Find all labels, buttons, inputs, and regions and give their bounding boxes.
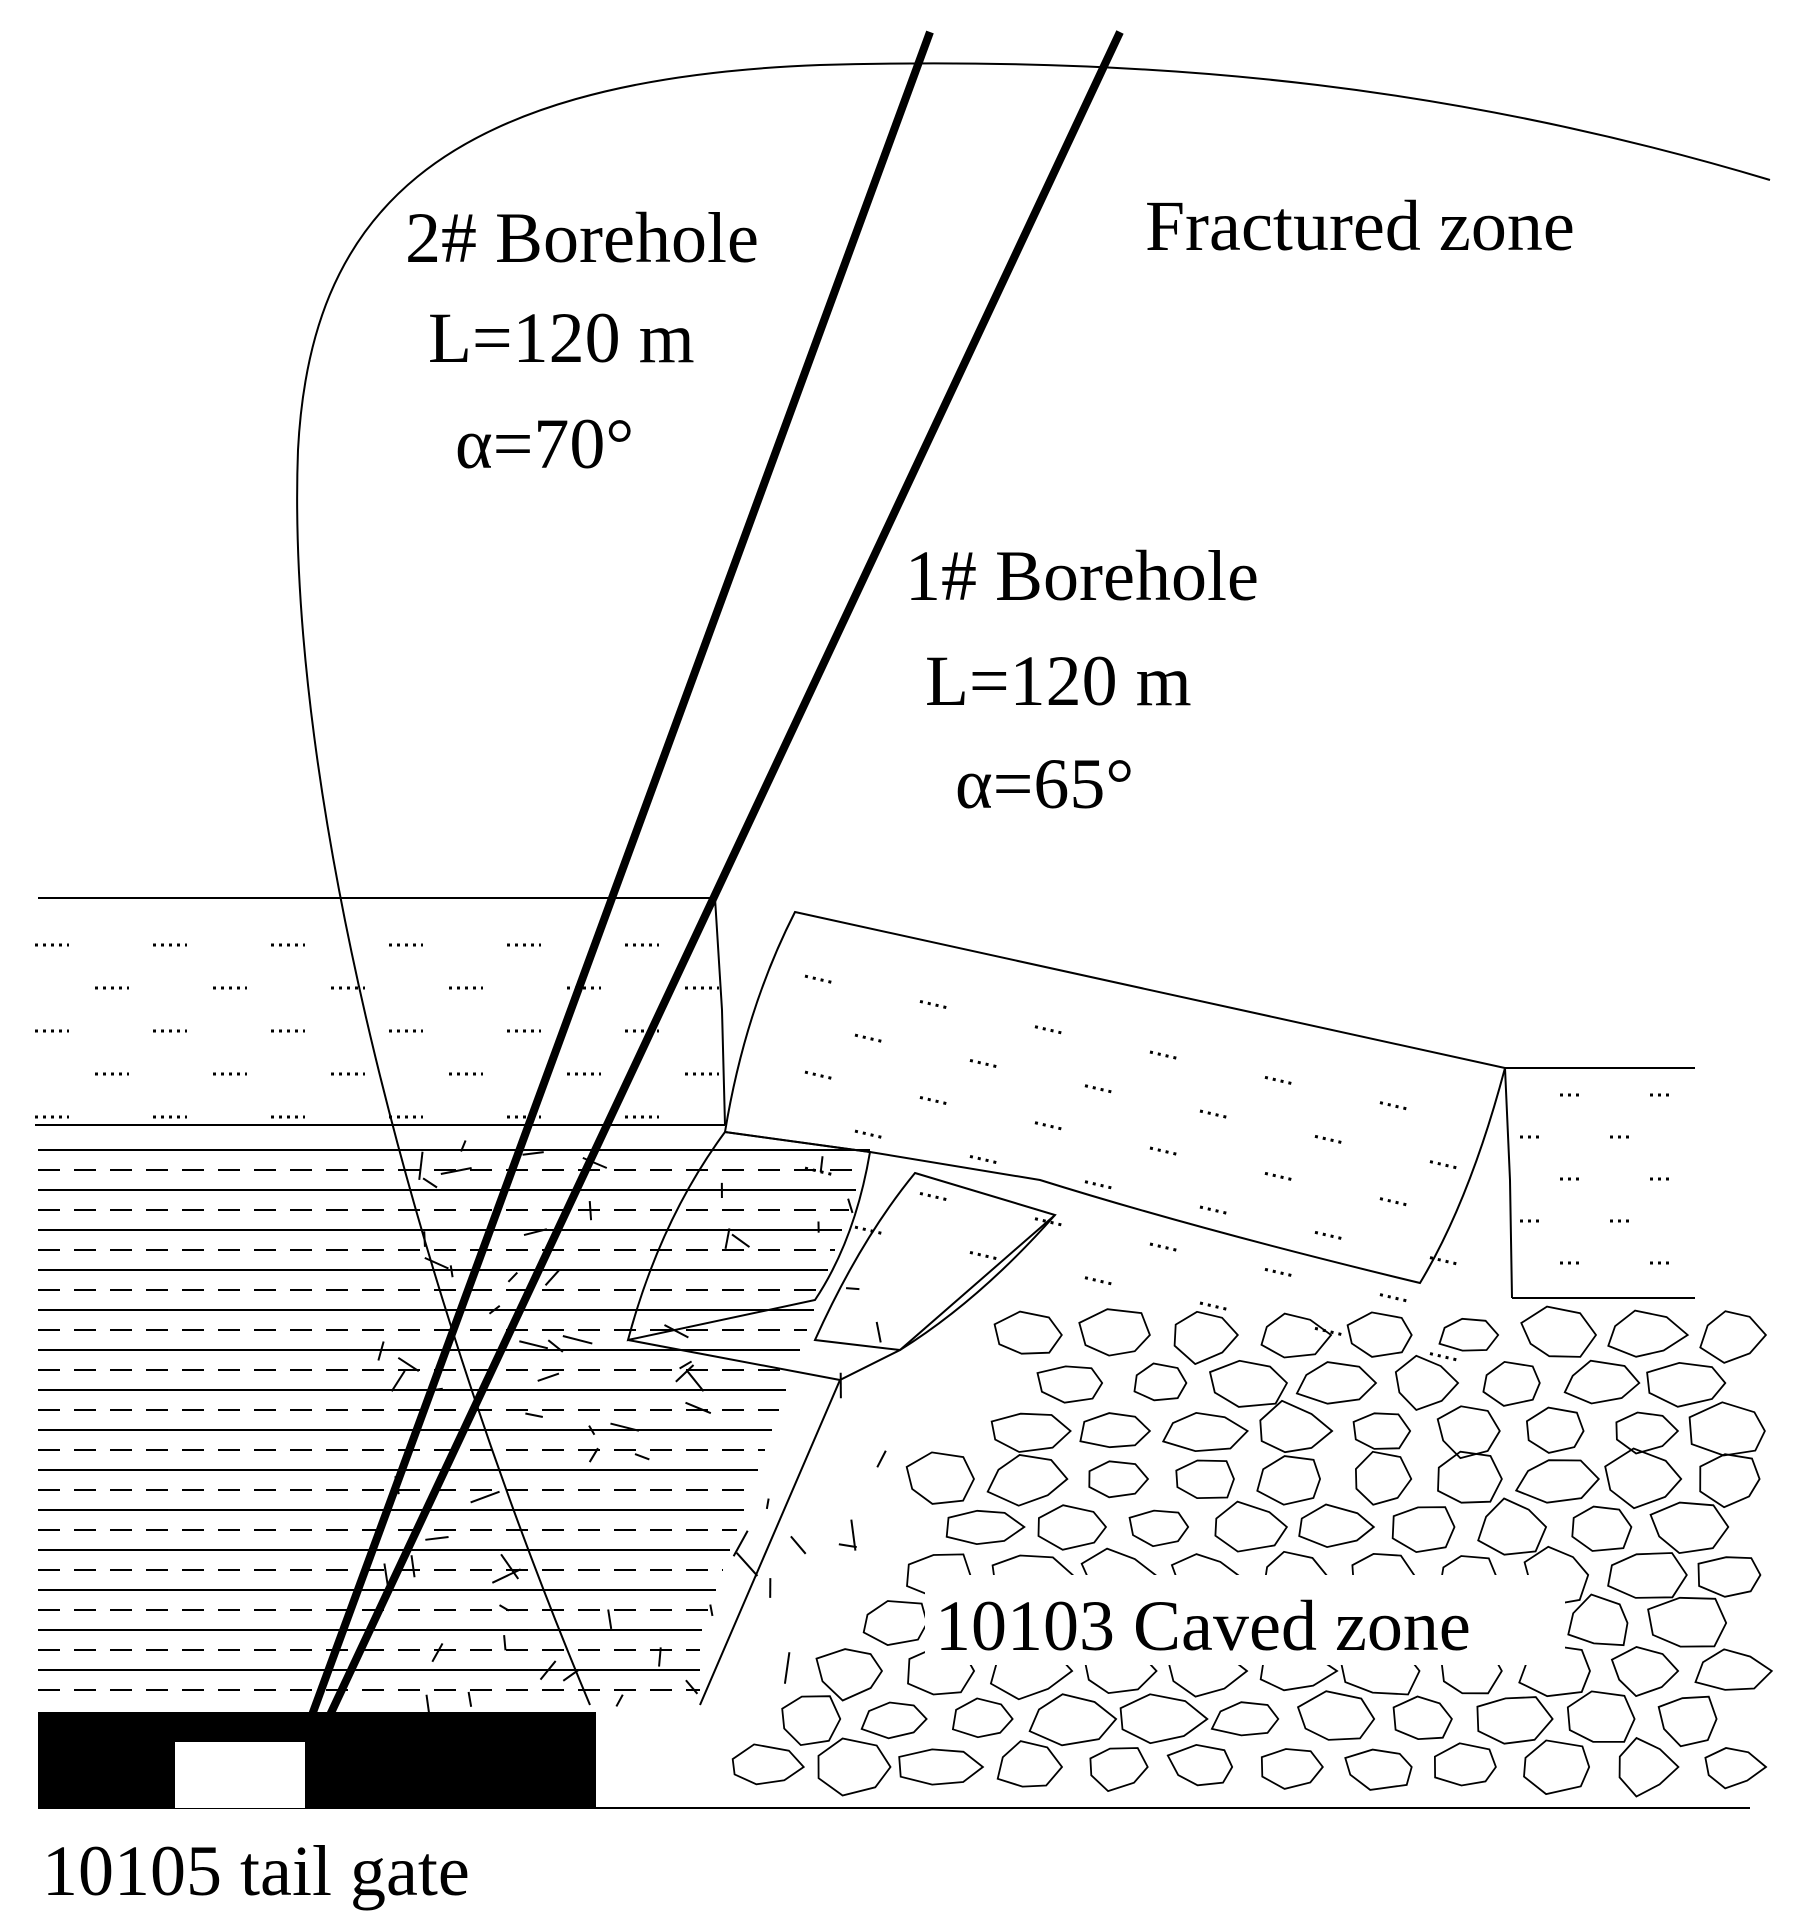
- borehole-2-line: [312, 32, 930, 1715]
- borehole-1-line: [330, 32, 1120, 1715]
- right-intact-strata: [1505, 1068, 1695, 1298]
- borehole-1-angle-label: α=65°: [955, 744, 1134, 824]
- borehole-1-name-label: 1# Borehole: [905, 536, 1259, 616]
- borehole-2-length-label: L=120 m: [428, 298, 695, 378]
- borehole-2-name-label: 2# Borehole: [405, 198, 759, 278]
- caved-zone-label: 10103 Caved zone: [935, 1586, 1471, 1666]
- tail-gate-roadway: [38, 1712, 596, 1808]
- borehole-2-angle-label: α=70°: [455, 404, 634, 484]
- tail-gate-label: 10105 tail gate: [42, 1831, 470, 1911]
- caved-zone-rubble: [733, 1307, 1772, 1797]
- fractured-zone-label: Fractured zone: [1145, 186, 1575, 266]
- borehole-1-length-label: L=120 m: [925, 641, 1192, 721]
- tilted-strata-block: [725, 912, 1505, 1361]
- lower-layered-strata: [38, 1150, 870, 1690]
